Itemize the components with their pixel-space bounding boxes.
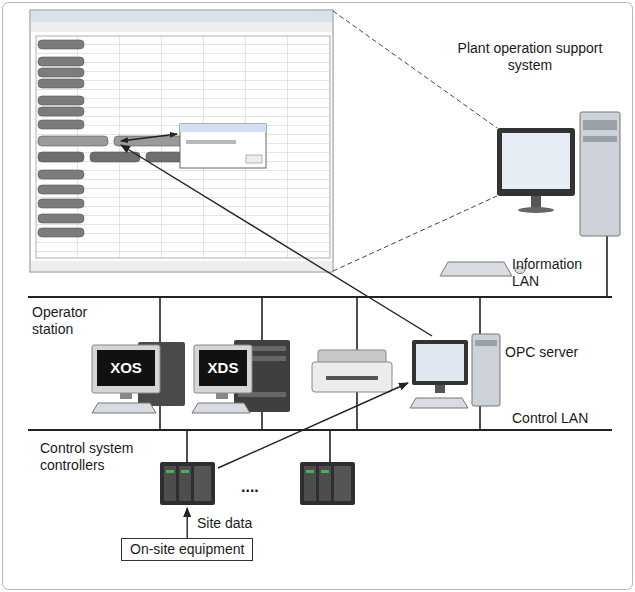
group-label: Operator station	[32, 304, 112, 338]
device-label: Plant operation support system	[448, 40, 612, 74]
data-flow-arrow	[187, 508, 188, 538]
server-device-group: OPC server	[408, 336, 584, 412]
edge-label: Site data	[195, 515, 254, 532]
screen-label: XDS	[199, 359, 247, 376]
ellipsis-mark: ....	[241, 478, 281, 495]
screen-label: XOS	[97, 359, 155, 376]
data-flow-arrow	[218, 383, 408, 468]
network-label: Control LAN	[512, 410, 604, 427]
equipment-box: On-site equipment	[121, 538, 253, 561]
network-label: Information LAN	[512, 256, 604, 290]
controller-device-group: Control system controllers	[38, 438, 218, 508]
system-label-group: Plant operation support system	[448, 38, 612, 82]
box-text: On-site equipment	[130, 541, 244, 557]
device-label: Control system controllers	[40, 440, 158, 474]
device-label: OPC server	[505, 344, 584, 361]
